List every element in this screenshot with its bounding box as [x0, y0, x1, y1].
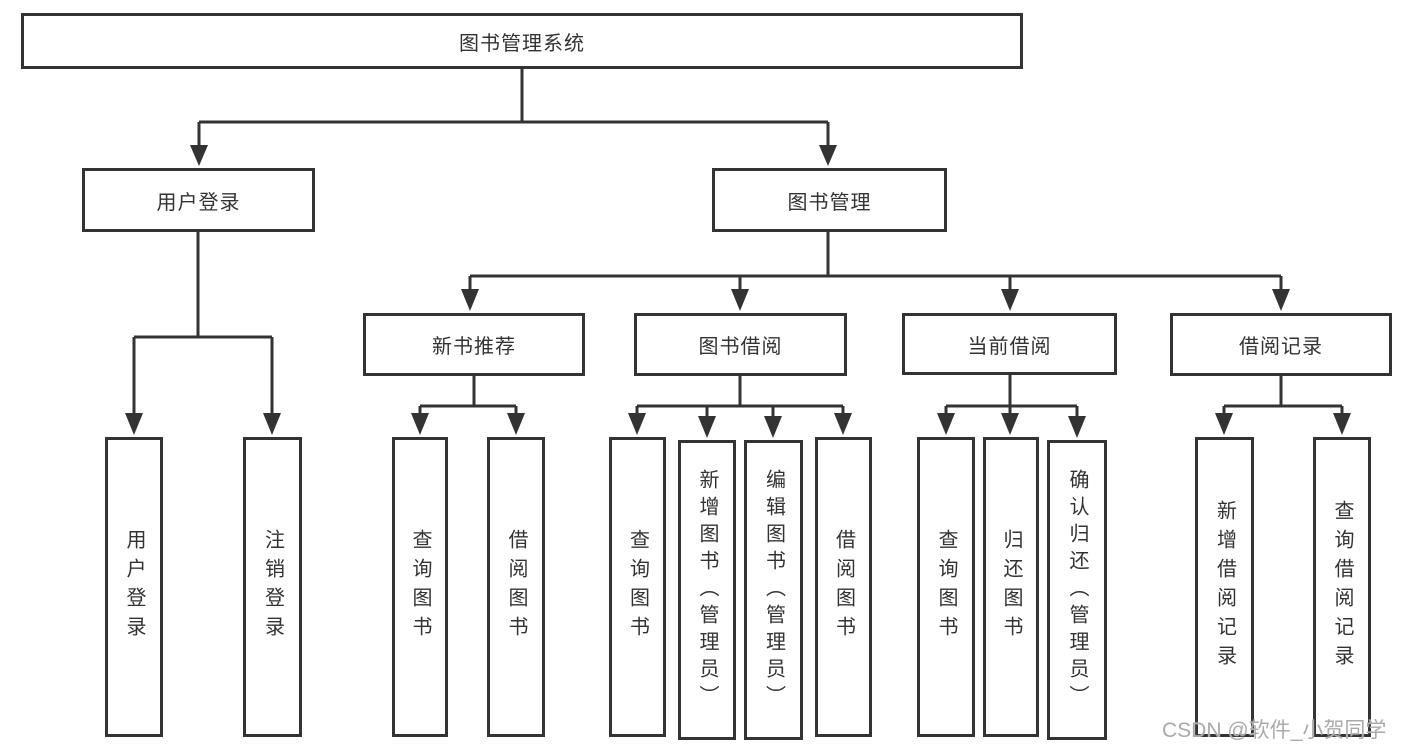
leaf-user-login: 用户登录: [105, 437, 163, 737]
leaf-label: 新增借阅记录: [1213, 500, 1236, 674]
arrowhead: [1215, 413, 1233, 435]
arrowhead: [125, 413, 143, 435]
edge-currentborrow-to-leaves: [944, 375, 1079, 418]
edge-bookborrow-to-leaves: [635, 375, 845, 418]
leaf-borrow-books-rec: 借阅图书: [487, 437, 545, 737]
node-borrow-record-label: 借阅记录: [1239, 336, 1323, 358]
node-book-borrow: 图书借阅: [634, 313, 847, 376]
arrowhead: [411, 413, 429, 435]
leaf-label: 借阅图书: [505, 529, 527, 645]
edge-newbookrec-to-leaves: [418, 375, 518, 416]
leaf-query-books-borrow: 查询图书: [609, 437, 666, 737]
leaf-label: 查询图书: [626, 529, 649, 645]
leaf-edit-books-admin: 编辑图书（管理员）: [744, 440, 803, 740]
arrowhead: [1068, 416, 1086, 438]
leaf-return-books: 归还图书: [983, 437, 1039, 737]
leaf-label: 查询图书: [935, 529, 957, 645]
arrowhead: [1272, 289, 1290, 311]
leaf-logout: 注销登录: [243, 437, 302, 737]
node-user-login-label: 用户登录: [156, 191, 241, 214]
leaf-label: 编辑图书（管理员）: [762, 468, 785, 712]
node-book-borrow-label: 图书借阅: [698, 336, 783, 358]
arrowhead: [190, 145, 208, 166]
leaf-add-books-admin: 新增图书（管理员）: [678, 440, 736, 740]
arrowhead: [698, 416, 716, 438]
node-system-root: 图书管理系统: [21, 13, 1023, 69]
leaf-query-books-rec: 查询图书: [392, 437, 448, 737]
arrowhead: [819, 145, 837, 166]
arrowhead: [937, 413, 955, 435]
arrowhead: [731, 289, 749, 311]
arrowhead: [263, 413, 281, 435]
leaf-query-borrow-record: 查询借阅记录: [1313, 437, 1371, 737]
edge-userlogin-to-leaves: [132, 232, 274, 416]
node-system-root-label: 图书管理系统: [459, 32, 585, 55]
leaf-label: 新增图书（管理员）: [696, 468, 718, 712]
node-new-book-recommend: 新书推荐: [363, 313, 585, 376]
csdn-watermark: CSDN @软件_小贺同学: [1162, 719, 1387, 742]
leaf-label: 查询图书: [409, 529, 431, 645]
arrowhead: [461, 289, 479, 311]
arrowhead: [834, 413, 852, 435]
leaf-label: 注销登录: [261, 529, 284, 645]
arrowhead: [628, 413, 646, 435]
leaf-label: 确认归还（管理员）: [1066, 468, 1088, 712]
node-borrow-record: 借阅记录: [1170, 313, 1392, 376]
leaf-label: 查询借阅记录: [1331, 500, 1353, 674]
leaf-label: 借阅图书: [832, 529, 855, 645]
leaf-label: 用户登录: [123, 529, 145, 645]
edge-borrowrecord-to-leaves: [1222, 375, 1344, 416]
leaf-borrow-books: 借阅图书: [815, 437, 872, 737]
node-book-management: 图书管理: [712, 168, 947, 232]
arrowhead: [764, 416, 782, 438]
node-user-login: 用户登录: [82, 168, 315, 232]
edge-root-to-level2: [197, 69, 830, 150]
arrowhead: [1001, 289, 1019, 311]
arrowhead: [507, 413, 525, 435]
node-new-book-recommend-label: 新书推荐: [432, 336, 516, 358]
edge-bookmgmt-to-level3: [468, 232, 1283, 292]
node-current-borrow: 当前借阅: [902, 313, 1117, 375]
node-current-borrow-label: 当前借阅: [967, 335, 1052, 358]
leaf-query-books-current: 查询图书: [917, 437, 975, 737]
leaf-add-borrow-record: 新增借阅记录: [1195, 437, 1254, 737]
leaf-label: 归还图书: [1000, 529, 1022, 645]
leaf-confirm-return-admin: 确认归还（管理员）: [1047, 440, 1107, 740]
arrowhead: [1333, 413, 1351, 435]
node-book-management-label: 图书管理: [787, 191, 872, 214]
arrowhead: [1001, 413, 1019, 435]
